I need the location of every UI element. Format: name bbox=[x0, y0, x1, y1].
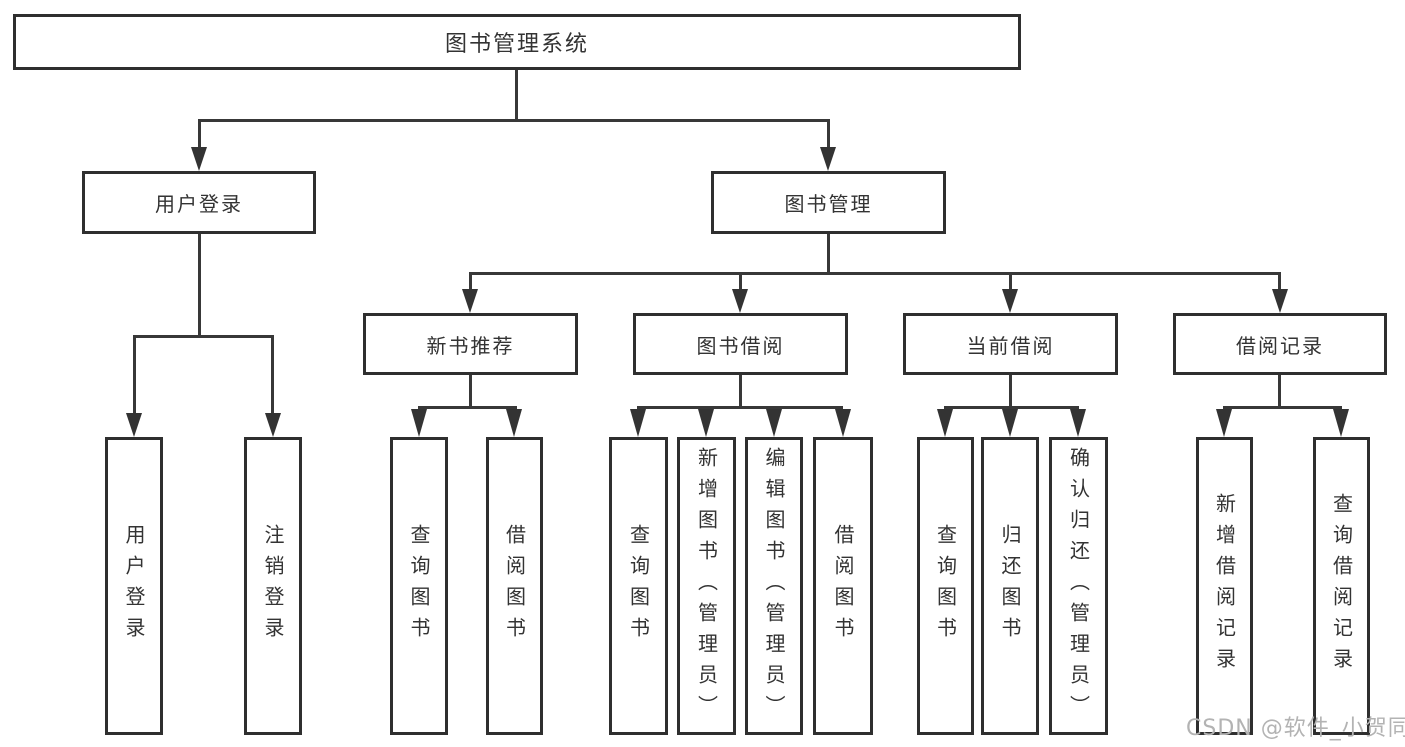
arrow-to-leaf-query-book-1 bbox=[411, 409, 427, 437]
connector-user-login-bar bbox=[133, 335, 273, 338]
node-book-management: 图书管理 bbox=[711, 171, 946, 234]
arrow-to-leaf-query-book-3 bbox=[937, 409, 953, 437]
node-library-management-system: 图书管理系统 bbox=[13, 14, 1021, 70]
leaf-user-login: 用户登录 bbox=[105, 437, 163, 735]
connector-stub-new-book bbox=[469, 272, 472, 292]
leaf-borrow-book-1: 借阅图书 bbox=[486, 437, 543, 735]
arrow-to-leaf-borrow-book-1 bbox=[506, 409, 522, 437]
connector-book-borrow-bar bbox=[637, 406, 843, 409]
arrow-to-current-borrow bbox=[1002, 289, 1018, 313]
leaf-label: 确认归还（管理员） bbox=[1066, 446, 1091, 726]
arrow-to-leaf-add-record bbox=[1216, 409, 1232, 437]
arrow-to-book-borrow bbox=[732, 289, 748, 313]
node-label: 借阅记录 bbox=[1236, 333, 1324, 358]
connector-stub-leaf-user-login bbox=[133, 335, 136, 415]
connector-stub-current-borrow bbox=[1009, 272, 1012, 292]
connector-user-login-stem bbox=[198, 234, 201, 335]
node-label: 当前借阅 bbox=[966, 333, 1055, 358]
leaf-label: 查询图书 bbox=[407, 524, 431, 648]
leaf-label: 查询借阅记录 bbox=[1329, 493, 1354, 679]
watermark: CSDN @软件_小贺同学 bbox=[1186, 716, 1405, 741]
arrow-to-leaf-edit-book bbox=[766, 409, 782, 437]
connector-current-borrow-stem bbox=[1009, 375, 1012, 407]
connector-borrow-record-stem bbox=[1278, 375, 1281, 407]
connector-stub-book-management bbox=[827, 119, 830, 149]
leaf-label: 查询图书 bbox=[933, 524, 958, 648]
connector-book-borrow-stem bbox=[739, 375, 742, 407]
arrow-to-leaf-user-login bbox=[126, 413, 142, 437]
leaf-return-book: 归还图书 bbox=[981, 437, 1039, 735]
leaf-label: 查询图书 bbox=[626, 524, 651, 648]
connector-root-bar bbox=[198, 119, 830, 122]
arrow-to-leaf-borrow-book-2 bbox=[835, 409, 851, 437]
node-label: 新书推荐 bbox=[426, 333, 515, 358]
leaf-add-borrow-record: 新增借阅记录 bbox=[1196, 437, 1253, 735]
leaf-label: 借阅图书 bbox=[502, 524, 527, 648]
node-label: 图书借阅 bbox=[696, 333, 785, 358]
leaf-label: 编辑图书（管理员） bbox=[762, 446, 786, 726]
connector-new-book-bar bbox=[418, 406, 517, 409]
connector-stub-user-login bbox=[198, 119, 201, 149]
node-label: 图书管理 bbox=[784, 192, 873, 216]
arrow-to-leaf-add-book bbox=[698, 409, 714, 437]
leaf-query-book-3: 查询图书 bbox=[917, 437, 974, 735]
leaf-label: 新增借阅记录 bbox=[1212, 493, 1237, 679]
leaf-query-book-1: 查询图书 bbox=[390, 437, 448, 735]
node-new-book-recommend: 新书推荐 bbox=[363, 313, 578, 375]
leaf-label: 用户登录 bbox=[122, 524, 146, 648]
leaf-query-book-2: 查询图书 bbox=[609, 437, 668, 735]
connector-stub-borrow-record bbox=[1278, 272, 1281, 292]
leaf-confirm-return-admin: 确认归还（管理员） bbox=[1049, 437, 1108, 735]
arrow-to-new-book bbox=[462, 289, 478, 313]
node-label: 图书管理系统 bbox=[444, 32, 589, 57]
leaf-edit-book-admin: 编辑图书（管理员） bbox=[745, 437, 803, 735]
node-user-login: 用户登录 bbox=[82, 171, 316, 234]
arrow-to-leaf-logout bbox=[265, 413, 281, 437]
connector-stub-leaf-logout bbox=[271, 335, 274, 415]
leaf-add-book-admin: 新增图书（管理员） bbox=[677, 437, 736, 735]
connector-current-borrow-bar bbox=[944, 406, 1079, 409]
arrow-to-leaf-query-book-2 bbox=[630, 409, 646, 437]
arrow-to-leaf-return-book bbox=[1002, 409, 1018, 437]
leaf-label: 借阅图书 bbox=[831, 524, 855, 648]
connector-root-stem bbox=[515, 70, 518, 119]
node-borrow-record: 借阅记录 bbox=[1173, 313, 1387, 375]
node-book-borrow: 图书借阅 bbox=[633, 313, 848, 375]
arrow-to-book-management bbox=[820, 147, 836, 171]
arrow-to-user-login bbox=[191, 147, 207, 171]
node-current-borrow: 当前借阅 bbox=[903, 313, 1118, 375]
arrow-to-borrow-record bbox=[1272, 289, 1288, 313]
connector-book-management-bar bbox=[469, 272, 1281, 275]
leaf-logout-login: 注销登录 bbox=[244, 437, 302, 735]
node-label: 用户登录 bbox=[155, 192, 243, 216]
leaf-borrow-book-2: 借阅图书 bbox=[813, 437, 873, 735]
connector-borrow-record-bar bbox=[1223, 406, 1342, 409]
connector-book-management-stem bbox=[827, 234, 830, 272]
arrow-to-leaf-confirm-return bbox=[1070, 409, 1086, 437]
connector-new-book-stem bbox=[469, 375, 472, 407]
connector-stub-book-borrow bbox=[739, 272, 742, 292]
leaf-label: 归还图书 bbox=[998, 524, 1022, 648]
leaf-query-borrow-record: 查询借阅记录 bbox=[1313, 437, 1370, 735]
arrow-to-leaf-query-record bbox=[1333, 409, 1349, 437]
leaf-label: 注销登录 bbox=[261, 524, 285, 648]
leaf-label: 新增图书（管理员） bbox=[694, 446, 719, 726]
